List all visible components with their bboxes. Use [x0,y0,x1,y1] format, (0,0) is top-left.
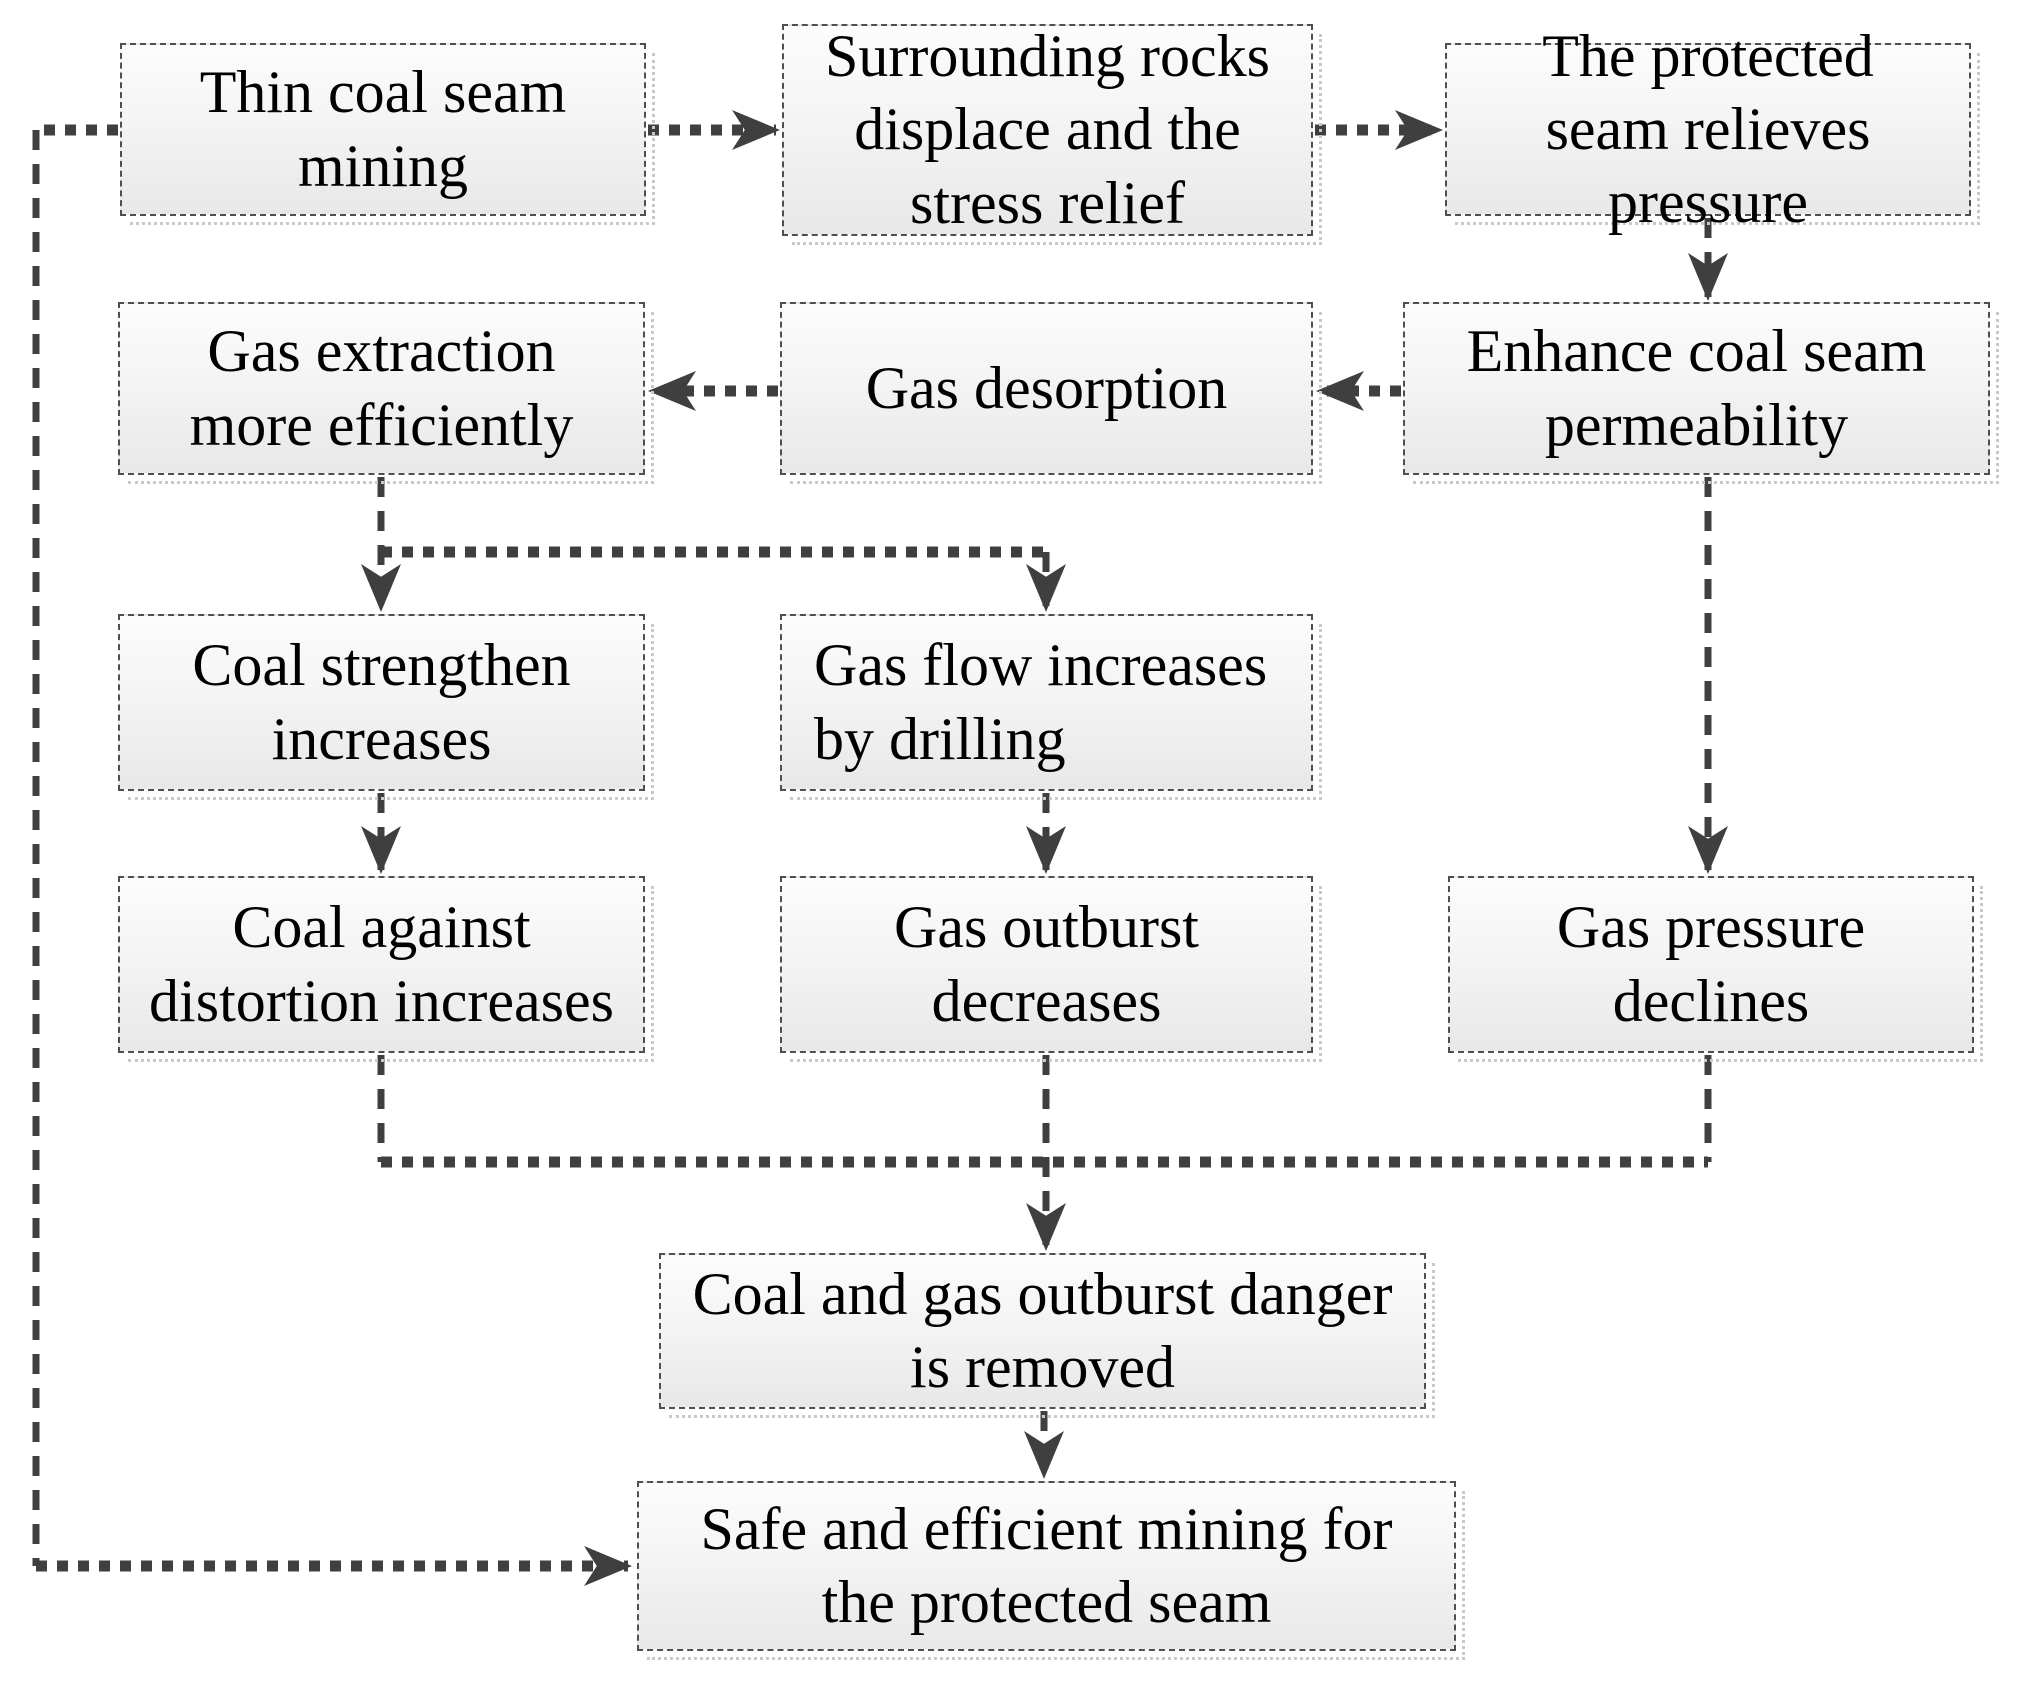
node-coal-against-distortion-increases: Coal against distortion increases [118,876,654,1062]
node-label: Coal and gas outburst danger is removed [692,1260,1393,1400]
node-label: Surrounding rocks displace and the stres… [825,23,1270,236]
node-label: Gas outburst decreases [894,894,1199,1034]
node-thin-coal-seam-mining: Thin coal seam mining [120,43,655,225]
node-label: Coal strengthen increases [192,632,571,772]
node-surrounding-rocks-displace: Surrounding rocks displace and the stres… [782,23,1322,245]
node-enhance-coal-seam-permeability: Enhance coal seam permeability [1403,302,1999,484]
node-gas-desorption: Gas desorption [780,302,1322,484]
node-gas-outburst-decreases: Gas outburst decreases [780,876,1322,1062]
node-label: Coal against distortion increases [149,894,614,1034]
node-label: Enhance coal seam permeability [1466,318,1927,458]
node-label: Thin coal seam mining [199,59,567,199]
node-coal-and-gas-outburst-danger-removed: Coal and gas outburst danger is removed [659,1253,1435,1418]
node-label: Gas extraction more efficiently [189,318,574,458]
node-coal-strengthen-increases: Coal strengthen increases [118,614,654,800]
node-protected-seam-relieves-pressure: The protected seam relieves pressure [1445,23,1980,235]
node-gas-pressure-declines: Gas pressure declines [1448,876,1983,1062]
node-label: Gas flow increases by drilling [814,632,1268,772]
node-label: The protected seam relieves pressure [1542,22,1874,236]
node-label: Gas desorption [865,354,1228,421]
node-gas-extraction-more-efficiently: Gas extraction more efficiently [118,302,654,484]
node-label: Gas pressure declines [1556,894,1866,1034]
node-gas-flow-increases-by-drilling: Gas flow increases by drilling [780,614,1322,800]
node-label: Safe and efficient mining for the protec… [700,1495,1393,1635]
node-safe-and-efficient-mining: Safe and efficient mining for the protec… [637,1481,1465,1660]
